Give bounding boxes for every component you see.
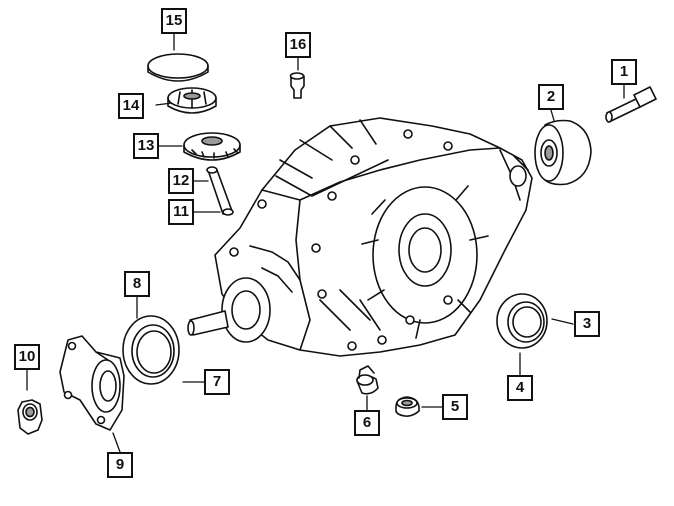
callout-10[interactable]: 10 <box>14 344 40 370</box>
part-ring-gear <box>183 132 241 161</box>
part-clip <box>167 87 217 114</box>
callout-8[interactable]: 8 <box>124 271 150 297</box>
part-pin <box>206 166 234 216</box>
callout-7[interactable]: 7 <box>204 369 230 395</box>
part-seal-right <box>496 293 548 349</box>
part-cap <box>147 53 209 82</box>
leader-lines <box>26 33 625 453</box>
part-plug-6 <box>356 365 379 395</box>
part-bushing <box>534 119 592 186</box>
callout-13[interactable]: 13 <box>133 133 159 159</box>
part-seal-left <box>122 315 180 385</box>
part-nut <box>17 399 43 435</box>
callout-2[interactable]: 2 <box>538 84 564 110</box>
callout-15[interactable]: 15 <box>161 8 187 34</box>
callout-4[interactable]: 4 <box>507 375 533 401</box>
callout-1[interactable]: 1 <box>611 59 637 85</box>
part-flange <box>59 335 125 431</box>
callout-11[interactable]: 11 <box>168 199 194 225</box>
callout-16[interactable]: 16 <box>285 32 311 58</box>
part-vent <box>289 72 305 99</box>
callout-6[interactable]: 6 <box>354 410 380 436</box>
callout-9[interactable]: 9 <box>107 452 133 478</box>
part-bolt <box>605 86 657 123</box>
callout-14[interactable]: 14 <box>118 93 144 119</box>
part-differential-housing <box>187 117 533 357</box>
callout-12[interactable]: 12 <box>168 168 194 194</box>
callout-5[interactable]: 5 <box>442 394 468 420</box>
callout-3[interactable]: 3 <box>574 311 600 337</box>
part-plug-5 <box>395 396 420 417</box>
